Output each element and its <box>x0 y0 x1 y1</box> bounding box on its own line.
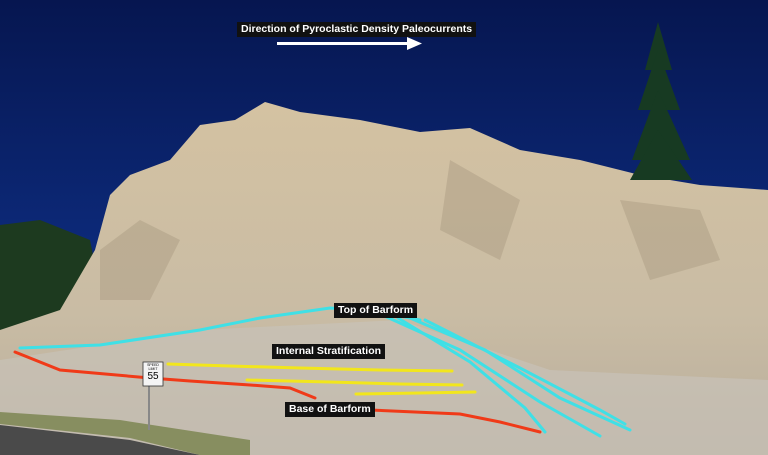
internal-stratification-label: Internal Stratification <box>272 344 386 359</box>
speed-limit-sign <box>142 361 164 430</box>
sign-number: 55 <box>147 371 159 382</box>
base-of-barform-lines <box>13 350 542 434</box>
base-of-barform-label: Base of Barform <box>285 402 375 417</box>
grass <box>0 412 250 455</box>
sign-text: SPEED LIMIT <box>147 363 159 371</box>
paleocurrent-title-label: Direction of Pyroclastic Density Paleocu… <box>237 22 477 37</box>
road <box>0 425 200 455</box>
pine-tree <box>630 22 692 180</box>
flow-arrow <box>277 37 422 50</box>
internal-stratification-lines <box>166 362 477 396</box>
top-of-barform-label: Top of Barform <box>334 303 418 318</box>
